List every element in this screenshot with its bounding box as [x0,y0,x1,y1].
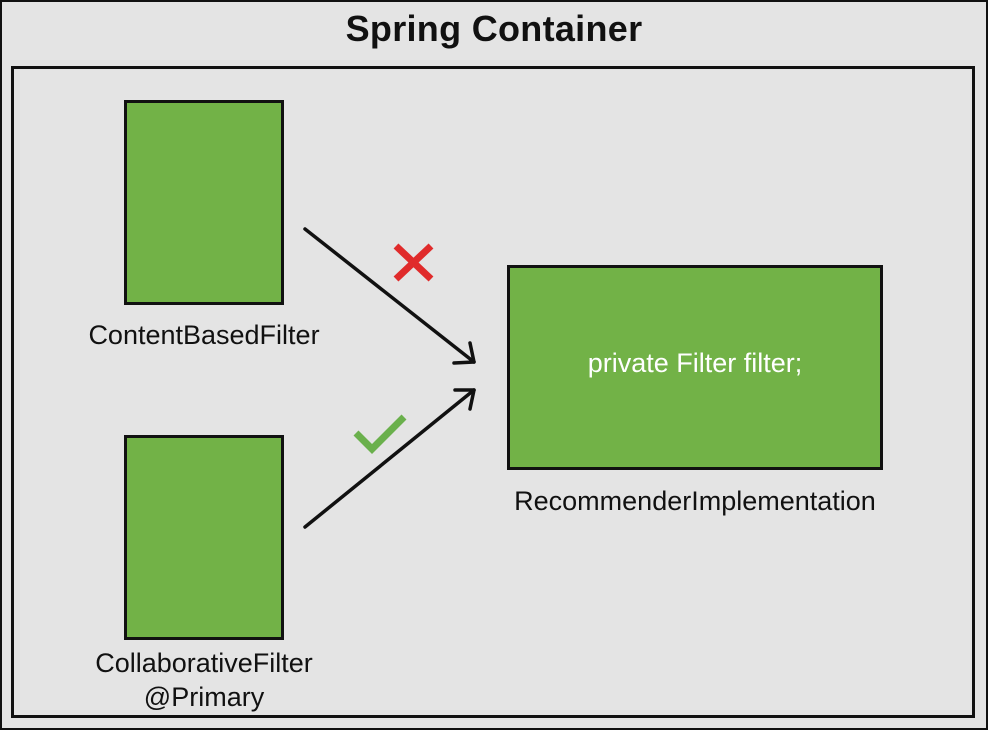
recommender-implementation-label: RecommenderImplementation [514,486,876,516]
content-based-filter-name: ContentBasedFilter [88,320,320,350]
collaborative-filter-bean [124,435,284,640]
primary-annotation: @Primary [143,682,265,712]
content-based-filter-bean [124,100,284,305]
collaborative-filter-label: CollaborativeFilter @Primary [44,646,364,714]
filter-field-declaration: private Filter filter; [587,348,803,378]
spring-container-box [11,66,975,718]
recommender-implementation-bean: private Filter filter; [507,265,883,470]
collaborative-filter-name: CollaborativeFilter [95,648,313,678]
diagram-title: Spring Container [345,8,643,49]
content-based-filter-label: ContentBasedFilter [44,318,364,352]
